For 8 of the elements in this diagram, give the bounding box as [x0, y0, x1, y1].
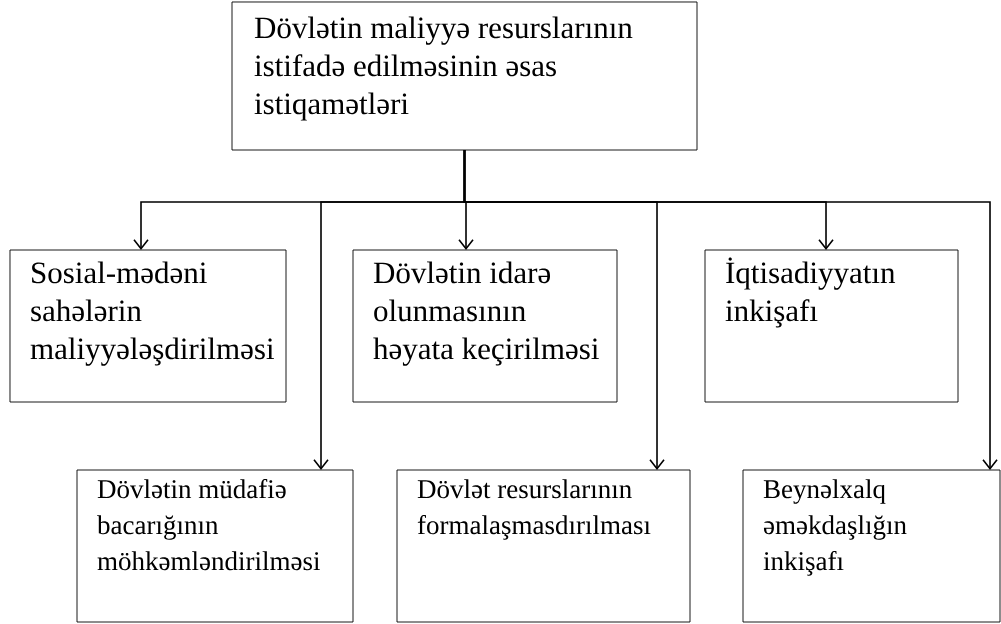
arrow — [463, 149, 998, 470]
text-box: İqtisadiyyatın inkişafı — [704, 249, 959, 403]
text-box: Dövlət resurslarının formalaşmasdırılması — [396, 469, 691, 623]
text-box: Dövlətin müdafiə bacarığının möhkəmləndirilməsi — [76, 469, 354, 623]
text-box: Sosial-mədəni sahələrin maliyyələşdirilməsi — [9, 249, 287, 403]
text-box: Dövlətin idarə olunmasının həyata keçirilməsi — [352, 249, 618, 403]
text-box: Beynəlxalq əməkdaşlığın inkişafı — [742, 469, 1001, 623]
text-box: Dövlətin maliyyə resurslarının istifadə edilməsinin əsas istiqamətləri — [231, 1, 698, 151]
